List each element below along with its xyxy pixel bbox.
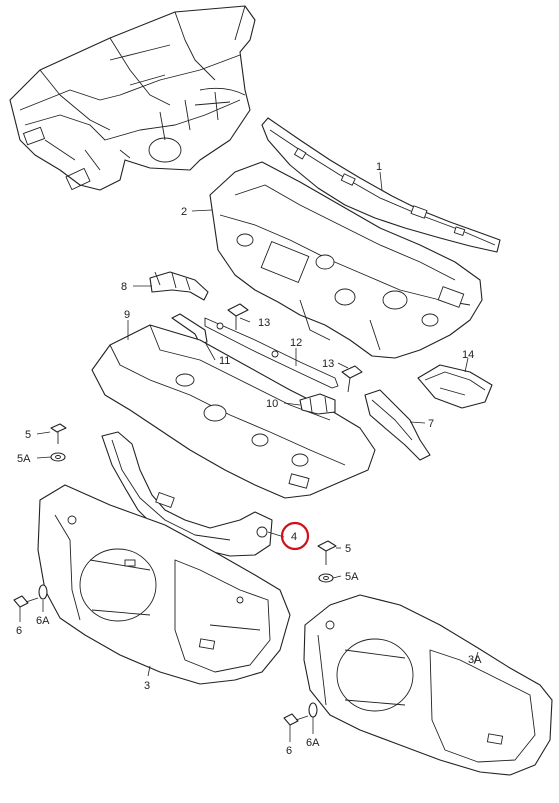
callout-3a: 3A (468, 654, 482, 666)
callout-labels: 1 2 8 9 13 12 11 13 14 10 7 5 5A 4 5 5A … (16, 161, 482, 757)
callout-13-top: 13 (258, 317, 270, 329)
bolt-13-mid (341, 365, 363, 393)
callout-7: 7 (428, 418, 434, 430)
bolt-13-top (227, 303, 249, 330)
part-8-bracket (149, 271, 209, 301)
part-9-crossmember (91, 324, 376, 499)
washer-5a-right (318, 573, 334, 583)
part-14-tray (417, 364, 493, 409)
part-4-strut (101, 431, 273, 557)
bolt-6-right (283, 713, 309, 726)
callout-8: 8 (121, 281, 127, 293)
part-10-bracket (299, 393, 336, 415)
callout-6a-right: 6A (306, 737, 320, 749)
callout-5a-right: 5A (345, 571, 359, 583)
car-body-overview (9, 5, 256, 191)
bolt-5-left (50, 423, 67, 444)
part-2-bulkhead (209, 161, 483, 359)
part-3-front-panel (37, 484, 291, 685)
callout-11: 11 (219, 355, 230, 367)
callout-10: 10 (266, 398, 278, 410)
callout-6-right: 6 (286, 745, 292, 757)
bolt-5-right (317, 540, 337, 565)
leader-lines (19, 171, 479, 742)
washer-6a-left (38, 584, 48, 600)
callout-2: 2 (181, 206, 187, 218)
callout-6-left: 6 (16, 625, 22, 637)
callout-3: 3 (144, 680, 150, 692)
part-7-bracket (364, 389, 431, 461)
callout-5-right: 5 (345, 543, 351, 555)
callout-6a-left: 6A (36, 615, 50, 627)
callout-1: 1 (376, 161, 382, 173)
callout-9: 9 (124, 309, 130, 321)
callout-4: 4 (291, 531, 297, 543)
highlight-circle-part-4 (280, 521, 310, 551)
callout-14: 14 (462, 349, 474, 361)
callout-13-mid: 13 (322, 358, 334, 370)
callout-5a-left: 5A (17, 453, 31, 465)
callout-12: 12 (290, 337, 302, 349)
washer-6a-right (308, 702, 318, 718)
callout-5-left: 5 (25, 429, 31, 441)
part-11-part-12-rods (171, 313, 339, 389)
part-3a-front-panel (303, 594, 553, 776)
washer-5a-left (50, 452, 66, 462)
bolt-6-left (13, 595, 39, 608)
part-1-panel (261, 117, 501, 253)
